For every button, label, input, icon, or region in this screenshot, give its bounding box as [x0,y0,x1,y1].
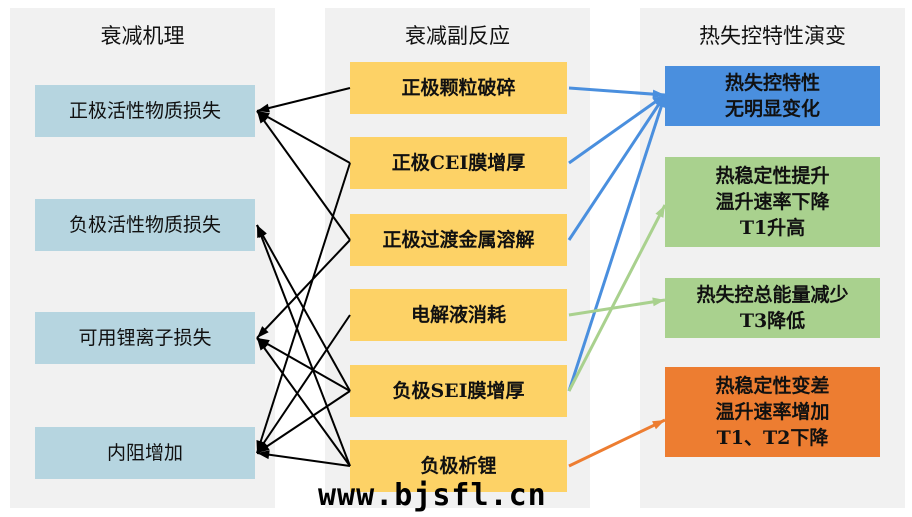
outcome-line: 热稳定性提升 [715,165,830,187]
black-arrow-head [257,225,266,238]
colored-arrow-head [655,205,665,218]
black-arrow [256,110,351,164]
side-reaction-box: 正极颗粒破碎 [350,62,567,114]
outcome-line: 热失控特性 [724,72,820,94]
colored-arrow [568,298,666,317]
side-reaction-box: 负极SEI膜增厚 [350,365,567,417]
colored-arrow [567,204,667,392]
mechanism-box: 负极活性物质损失 [35,199,255,251]
black-arrow-head [257,326,269,338]
black-arrow-head [257,338,268,351]
black-arrow [256,337,351,392]
side-reaction-box: 电解液消耗 [350,289,567,341]
outcome-line: T3降低 [739,310,806,332]
outcome-box: 热稳定性变差 温升速率增加 T1、T2下降 [665,367,880,457]
black-arrow-head [257,450,270,460]
colored-arrow [568,93,666,165]
header-thermal-runaway: 热失控特性演变 [699,24,846,48]
outcome-line: 温升速率下降 [715,191,830,213]
colored-arrow-head [652,420,665,430]
mechanism-box: 正极活性物质损失 [35,85,255,137]
side-reaction-box: 正极过渡金属溶解 [350,214,567,266]
black-arrow [256,110,351,241]
colored-arrow [568,86,666,97]
colored-arrow-head [652,89,665,99]
outcome-box: 热失控总能量减少 T3降低 [665,278,880,338]
colored-arrow [567,94,667,241]
outcome-line: 热稳定性变差 [715,375,830,397]
colored-arrow-head [652,297,665,307]
black-arrow [256,390,351,454]
colored-arrow [567,94,667,392]
colored-arrow [568,418,666,468]
side-reaction-box: 负极析锂 [350,440,567,492]
side-reaction-box: 正极CEI膜增厚 [350,137,567,189]
black-arrow [256,224,351,467]
header-mechanism: 衰减机理 [100,24,185,48]
black-arrow [256,239,351,339]
outcome-line: 温升速率增加 [715,401,830,423]
black-arrow [256,314,351,454]
colored-arrow-head [656,95,666,108]
outcome-line: 无明显变化 [724,98,820,120]
black-arrow [256,452,351,467]
black-arrow-head [257,442,270,453]
mechanism-box: 可用锂离子损失 [35,312,255,364]
black-arrow-head [257,111,268,124]
outcome-box: 热失控特性 无明显变化 [665,66,880,126]
mechanism-box: 内阻增加 [35,427,255,479]
outcome-line: T1升高 [739,217,806,239]
black-arrow [256,224,351,392]
watermark: www.bjsfl.cn [318,478,547,513]
outcome-box: 热稳定性提升 温升速率下降 T1升高 [665,157,880,247]
black-arrow-head [257,103,270,113]
black-arrow [256,337,351,467]
header-side-reactions: 衰减副反应 [405,24,510,48]
outcome-line: T1、T2下降 [716,427,829,449]
black-arrow [256,87,351,112]
outcome-line: 热失控总能量减少 [696,284,849,306]
